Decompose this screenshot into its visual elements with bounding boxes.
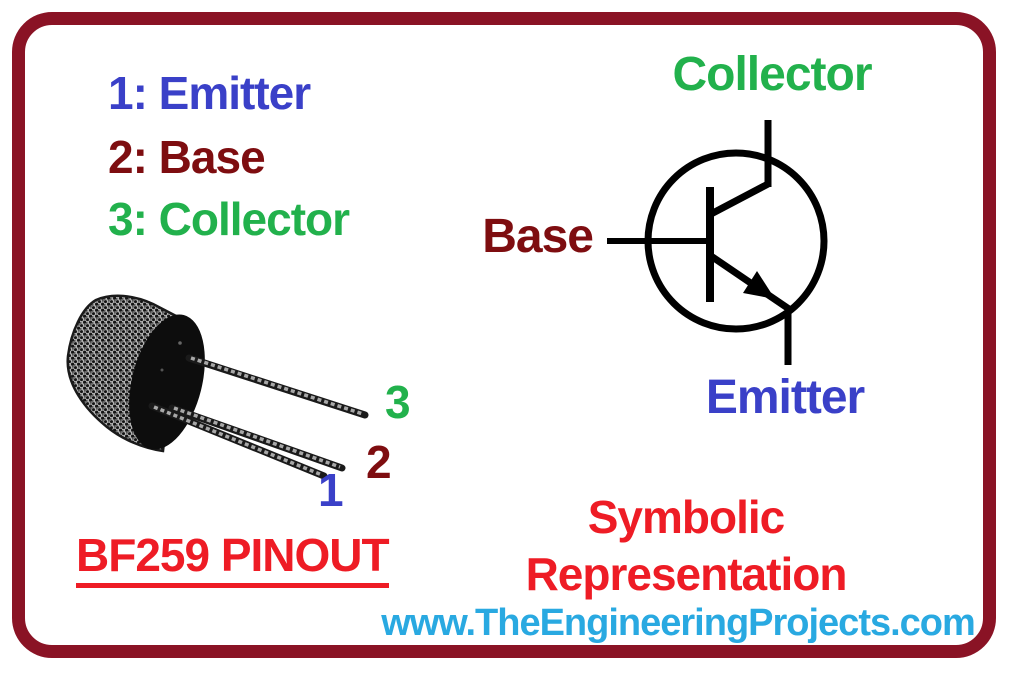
npn-transistor-symbol [607, 120, 828, 365]
lead-number-3: 3 [385, 376, 411, 428]
website-watermark: www.TheEngineeringProjects.com [381, 602, 976, 644]
package-lead-3 [185, 354, 369, 419]
symbolic-caption: Symbolic Representation [525, 489, 848, 603]
lead-number-2: 2 [366, 436, 392, 488]
legend-item-base: 2: Base [108, 131, 266, 183]
symbolic-caption-line2: Representation [525, 548, 848, 600]
legend-item-collector: 3: Collector [108, 193, 350, 245]
legend-item-emitter: 1: Emitter [108, 67, 311, 119]
symbol-emitter-arrow [743, 271, 775, 299]
transistor-package-illustration [66, 294, 369, 480]
symbolic-caption-line1: Symbolic [587, 491, 786, 543]
package-lead-2 [168, 404, 346, 472]
package-lead-1 [148, 402, 328, 480]
lead-number-1: 1 [318, 464, 344, 516]
symbol-base-label: Base [482, 210, 594, 263]
pinout-caption: BF259 PINOUT [76, 532, 390, 588]
symbol-emitter-label: Emitter [705, 371, 865, 424]
diagram-border-frame [12, 12, 996, 658]
symbol-collector-diagonal [709, 180, 770, 218]
symbol-collector-label: Collector [672, 48, 872, 101]
